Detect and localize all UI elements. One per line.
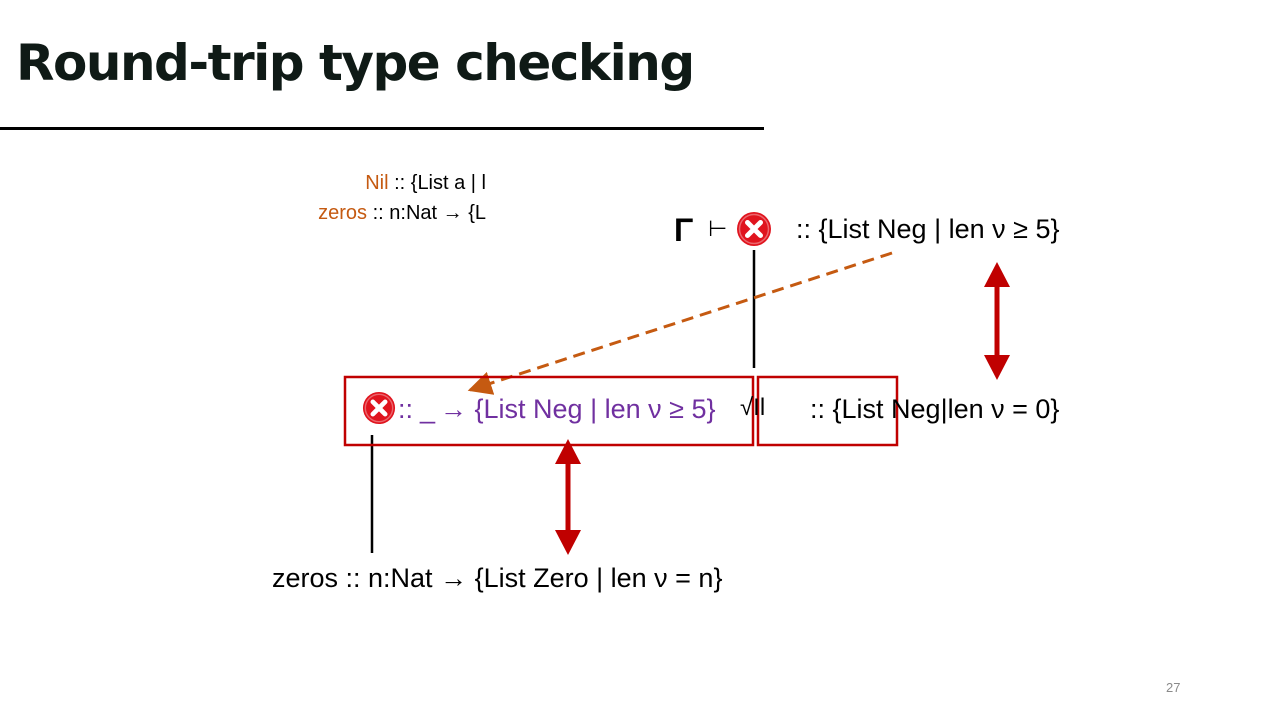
nil-type: :: {List a | l [388, 172, 486, 194]
application-sep: :: [398, 394, 414, 424]
gamma-symbol: Γ [674, 212, 694, 248]
zeros-name: zeros [318, 202, 368, 224]
goal-type: :: {List Neg | len ν ≥ 5} [796, 214, 1060, 244]
function-highlight-box [343, 375, 755, 447]
zeros-type: :: n:Nat → {L [367, 202, 486, 224]
title-divider [0, 127, 764, 130]
argument-highlight-box [756, 375, 899, 447]
context-line-zeros: zeros :: n:Nat → {L [280, 198, 486, 228]
hole-placeholder: _ [420, 394, 436, 424]
zeros-signature: zeros :: n:Nat → {List Zero | len ν = n} [272, 563, 723, 593]
turnstile-symbol: ⊢ [708, 216, 728, 241]
function-arrow-type: → {List Neg | len ν ≥ 5} [440, 394, 716, 424]
slide-number: 27 [1166, 680, 1181, 695]
nil-name: Nil [365, 172, 389, 194]
slide-title: Round-trip type checking [16, 34, 695, 92]
argument-type: :: {List Neg|len ν = 0} [810, 394, 1060, 424]
zeros-comparison-arrow [555, 439, 581, 555]
error-x-icon [362, 391, 396, 425]
error-x-icon [737, 212, 771, 246]
goal-comparison-arrow [984, 262, 1010, 380]
argument-partial: √Il [740, 394, 766, 421]
type-propagation-arrow [467, 251, 893, 395]
context-line-nil: Nil :: {List a | l [280, 168, 486, 198]
context-panel: Nil :: {List a | l zeros :: n:Nat → {L [280, 168, 486, 234]
